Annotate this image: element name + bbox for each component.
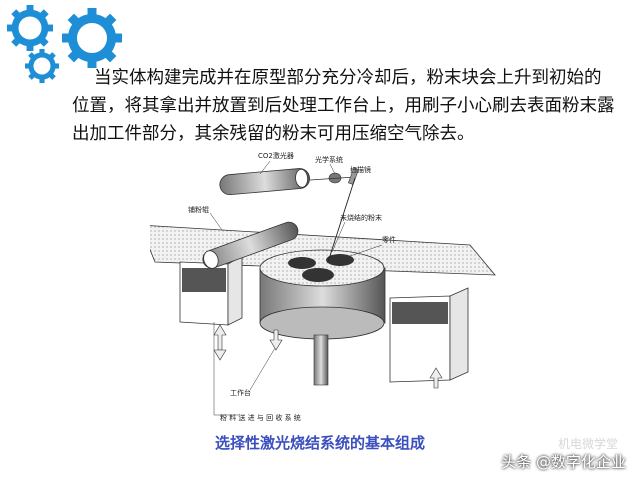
figure-caption: 选择性激光烧结系统的基本组成 — [214, 434, 425, 452]
label-laser: CO2激光器 — [258, 151, 294, 160]
label-scanner: 扫描镜 — [350, 165, 371, 174]
label-unsintered: 未烧结的粉末 — [340, 213, 382, 222]
body-paragraph: 当实体构建完成并在原型部分充分冷却后，粉末块会上升到初始的位置，将其拿出并放置到… — [72, 64, 617, 148]
sls-system-diagram: CO2激光器 光学系统 扫描镜 铺粉辊 未烧结的粉末 零件 工作台 粉 料 送 … — [150, 151, 496, 422]
label-roller: 铺粉辊 — [188, 205, 209, 214]
label-platform: 工作台 — [230, 388, 251, 397]
label-feed-system: 粉 料 送 进 与 回 收 系 统 — [220, 413, 301, 422]
label-optics: 光学系统 — [315, 155, 343, 164]
gear-icon — [62, 8, 122, 68]
watermark: 头条 @数字化企业 — [501, 453, 626, 471]
paragraph-text: 当实体构建完成并在原型部分充分冷却后，粉末块会上升到初始的位置，将其拿出并放置到… — [72, 68, 615, 144]
label-part: 零件 — [382, 235, 396, 244]
gear-icon — [7, 5, 53, 51]
gear-icon — [25, 49, 59, 83]
watermark-faint: 机电微学堂 — [557, 437, 618, 451]
